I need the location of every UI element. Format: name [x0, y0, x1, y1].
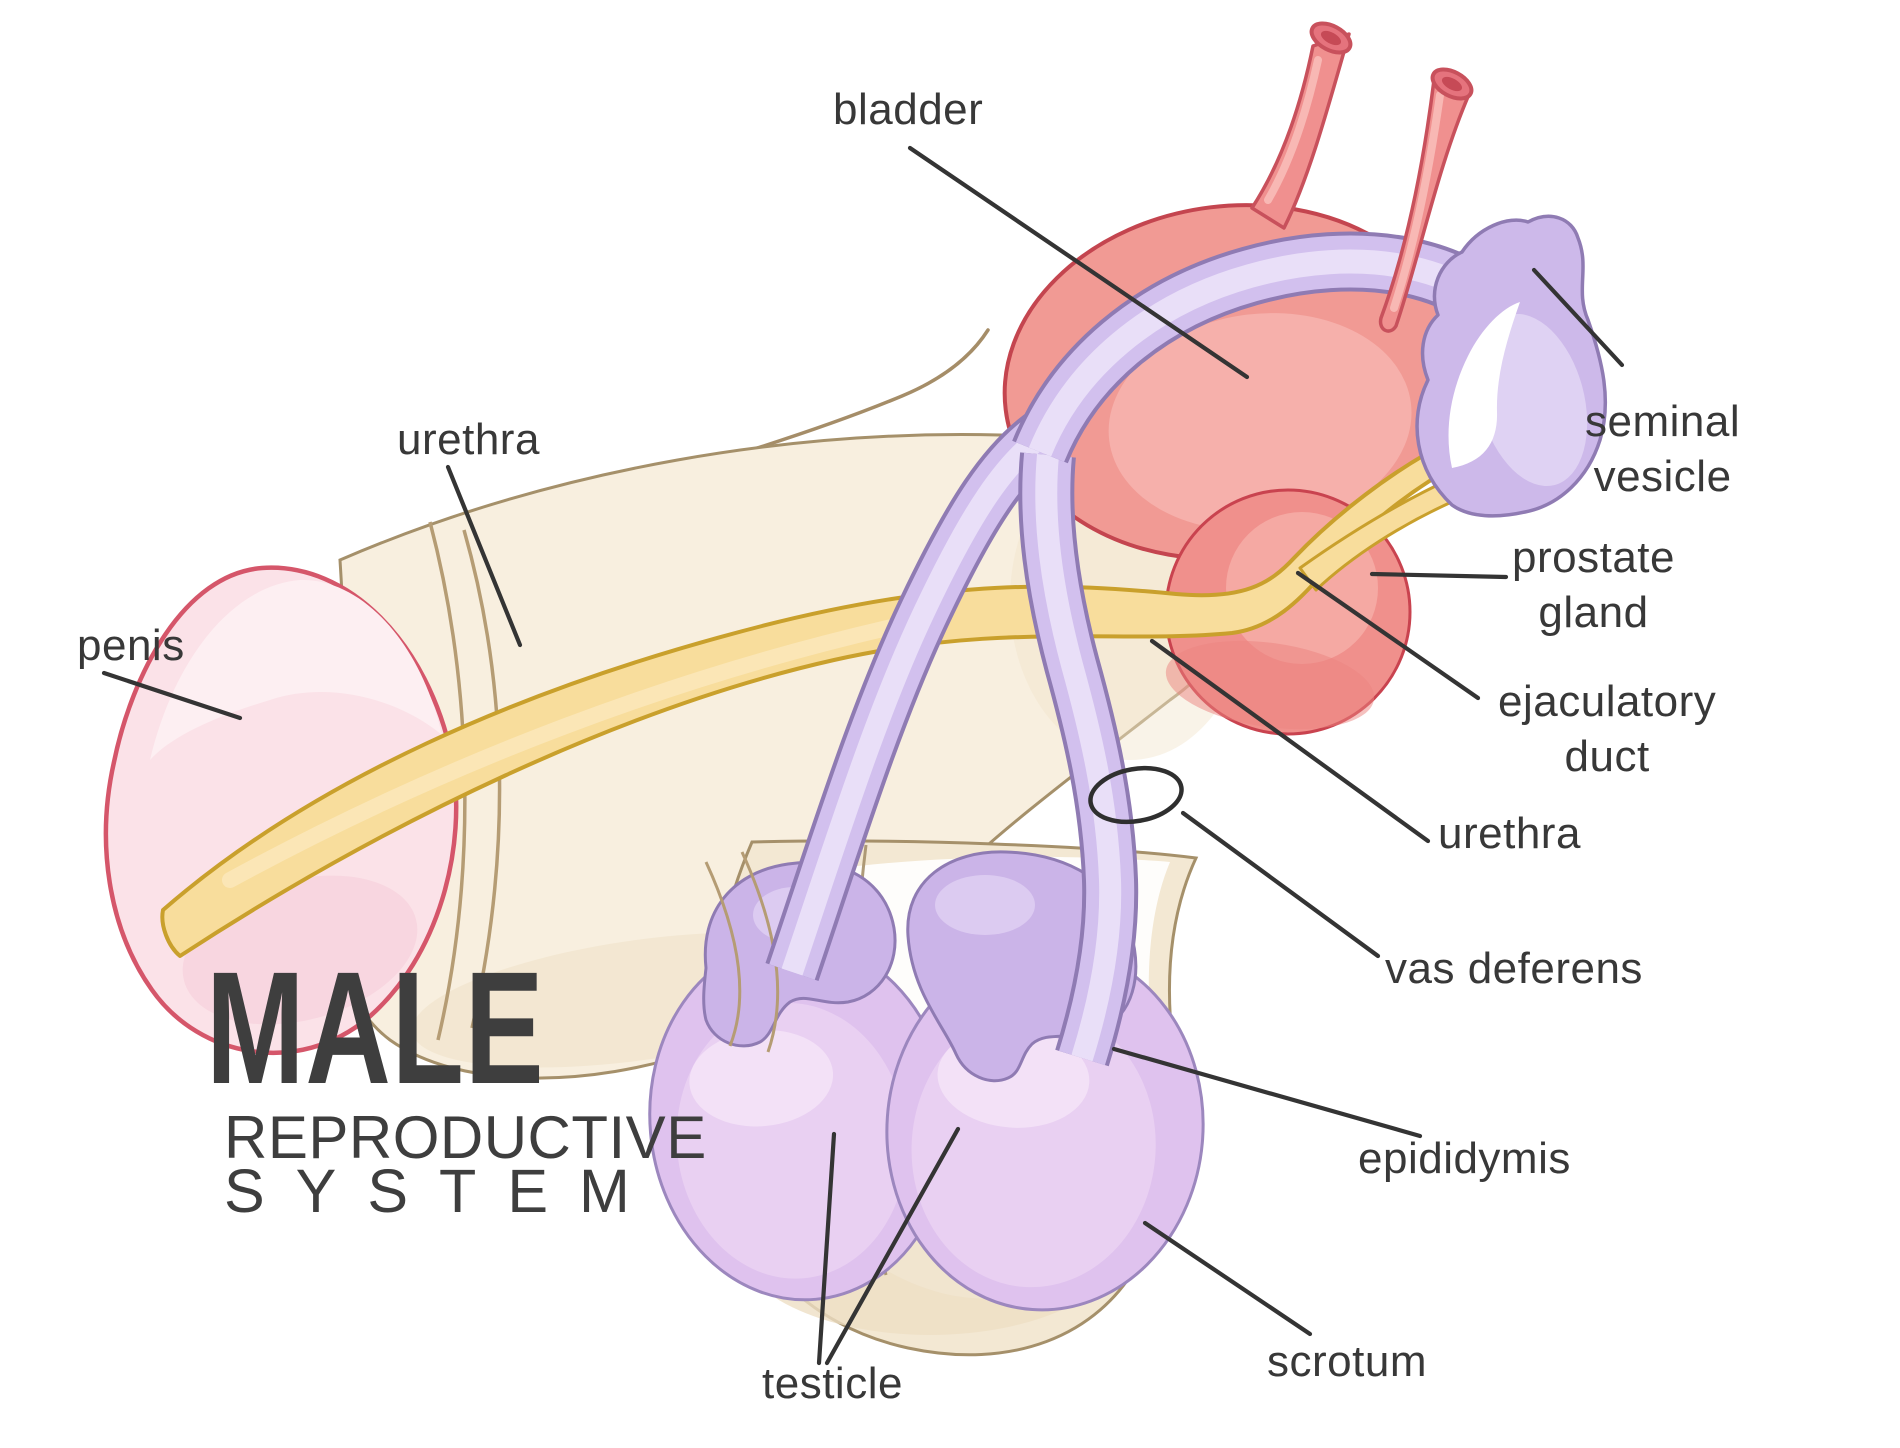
leader-line-testicle [816, 1131, 837, 1366]
label-urethra-penile: urethra [397, 415, 540, 464]
label-penis: penis [77, 621, 185, 670]
title-line-1: MALE [206, 938, 545, 1117]
urethra-tube-highlight [222, 617, 908, 888]
label-seminal-vesicle: seminal vesicle [1585, 397, 1741, 501]
leader-line-testicle [824, 1126, 961, 1366]
leader-line-ejaculatory-duct [1295, 570, 1481, 701]
label-vas-deferens: vas deferens [1385, 944, 1643, 993]
label-prostate-gland: prostate gland [1512, 533, 1675, 637]
epididymis-right-highlight [935, 875, 1035, 935]
leader-line-scrotum [1142, 1220, 1313, 1337]
vas-marker-ring [1088, 765, 1184, 825]
leader-line-epididymis [1111, 1046, 1423, 1139]
urethra-tube [160, 438, 1464, 958]
leader-line-prostate-gland [1369, 571, 1509, 580]
leader-line-seminal-vesicle [1531, 267, 1625, 368]
seminal-vesicle [1415, 214, 1608, 518]
title-line-2: REPRODUCTIVE [224, 1104, 707, 1171]
leader-lines-layer [101, 145, 1625, 1366]
leader-line-bladder [907, 145, 1250, 380]
leader-line-penis [101, 670, 243, 721]
leader-line-urethra [1149, 638, 1431, 844]
label-scrotum: scrotum [1267, 1337, 1427, 1386]
label-urethra: urethra [1438, 809, 1581, 858]
glans-highlight [150, 579, 442, 760]
label-ejaculatory-duct: ejaculatory duct [1498, 677, 1717, 781]
shaft-fold-line [704, 861, 742, 1047]
ureter-opening-right [1430, 67, 1474, 101]
ureter-left [1250, 21, 1353, 230]
leader-line-urethra-penile [445, 464, 523, 648]
label-epididymis: epididymis [1358, 1134, 1571, 1183]
leader-line-vas-deferens [1180, 810, 1381, 959]
bladder [1002, 203, 1462, 561]
ureter-opening-left [1309, 21, 1353, 55]
ureter-right [1378, 67, 1474, 333]
label-testicle: testicle [762, 1359, 903, 1408]
label-bladder: bladder [833, 85, 984, 134]
title-line-3: SYSTEM [224, 1157, 661, 1225]
